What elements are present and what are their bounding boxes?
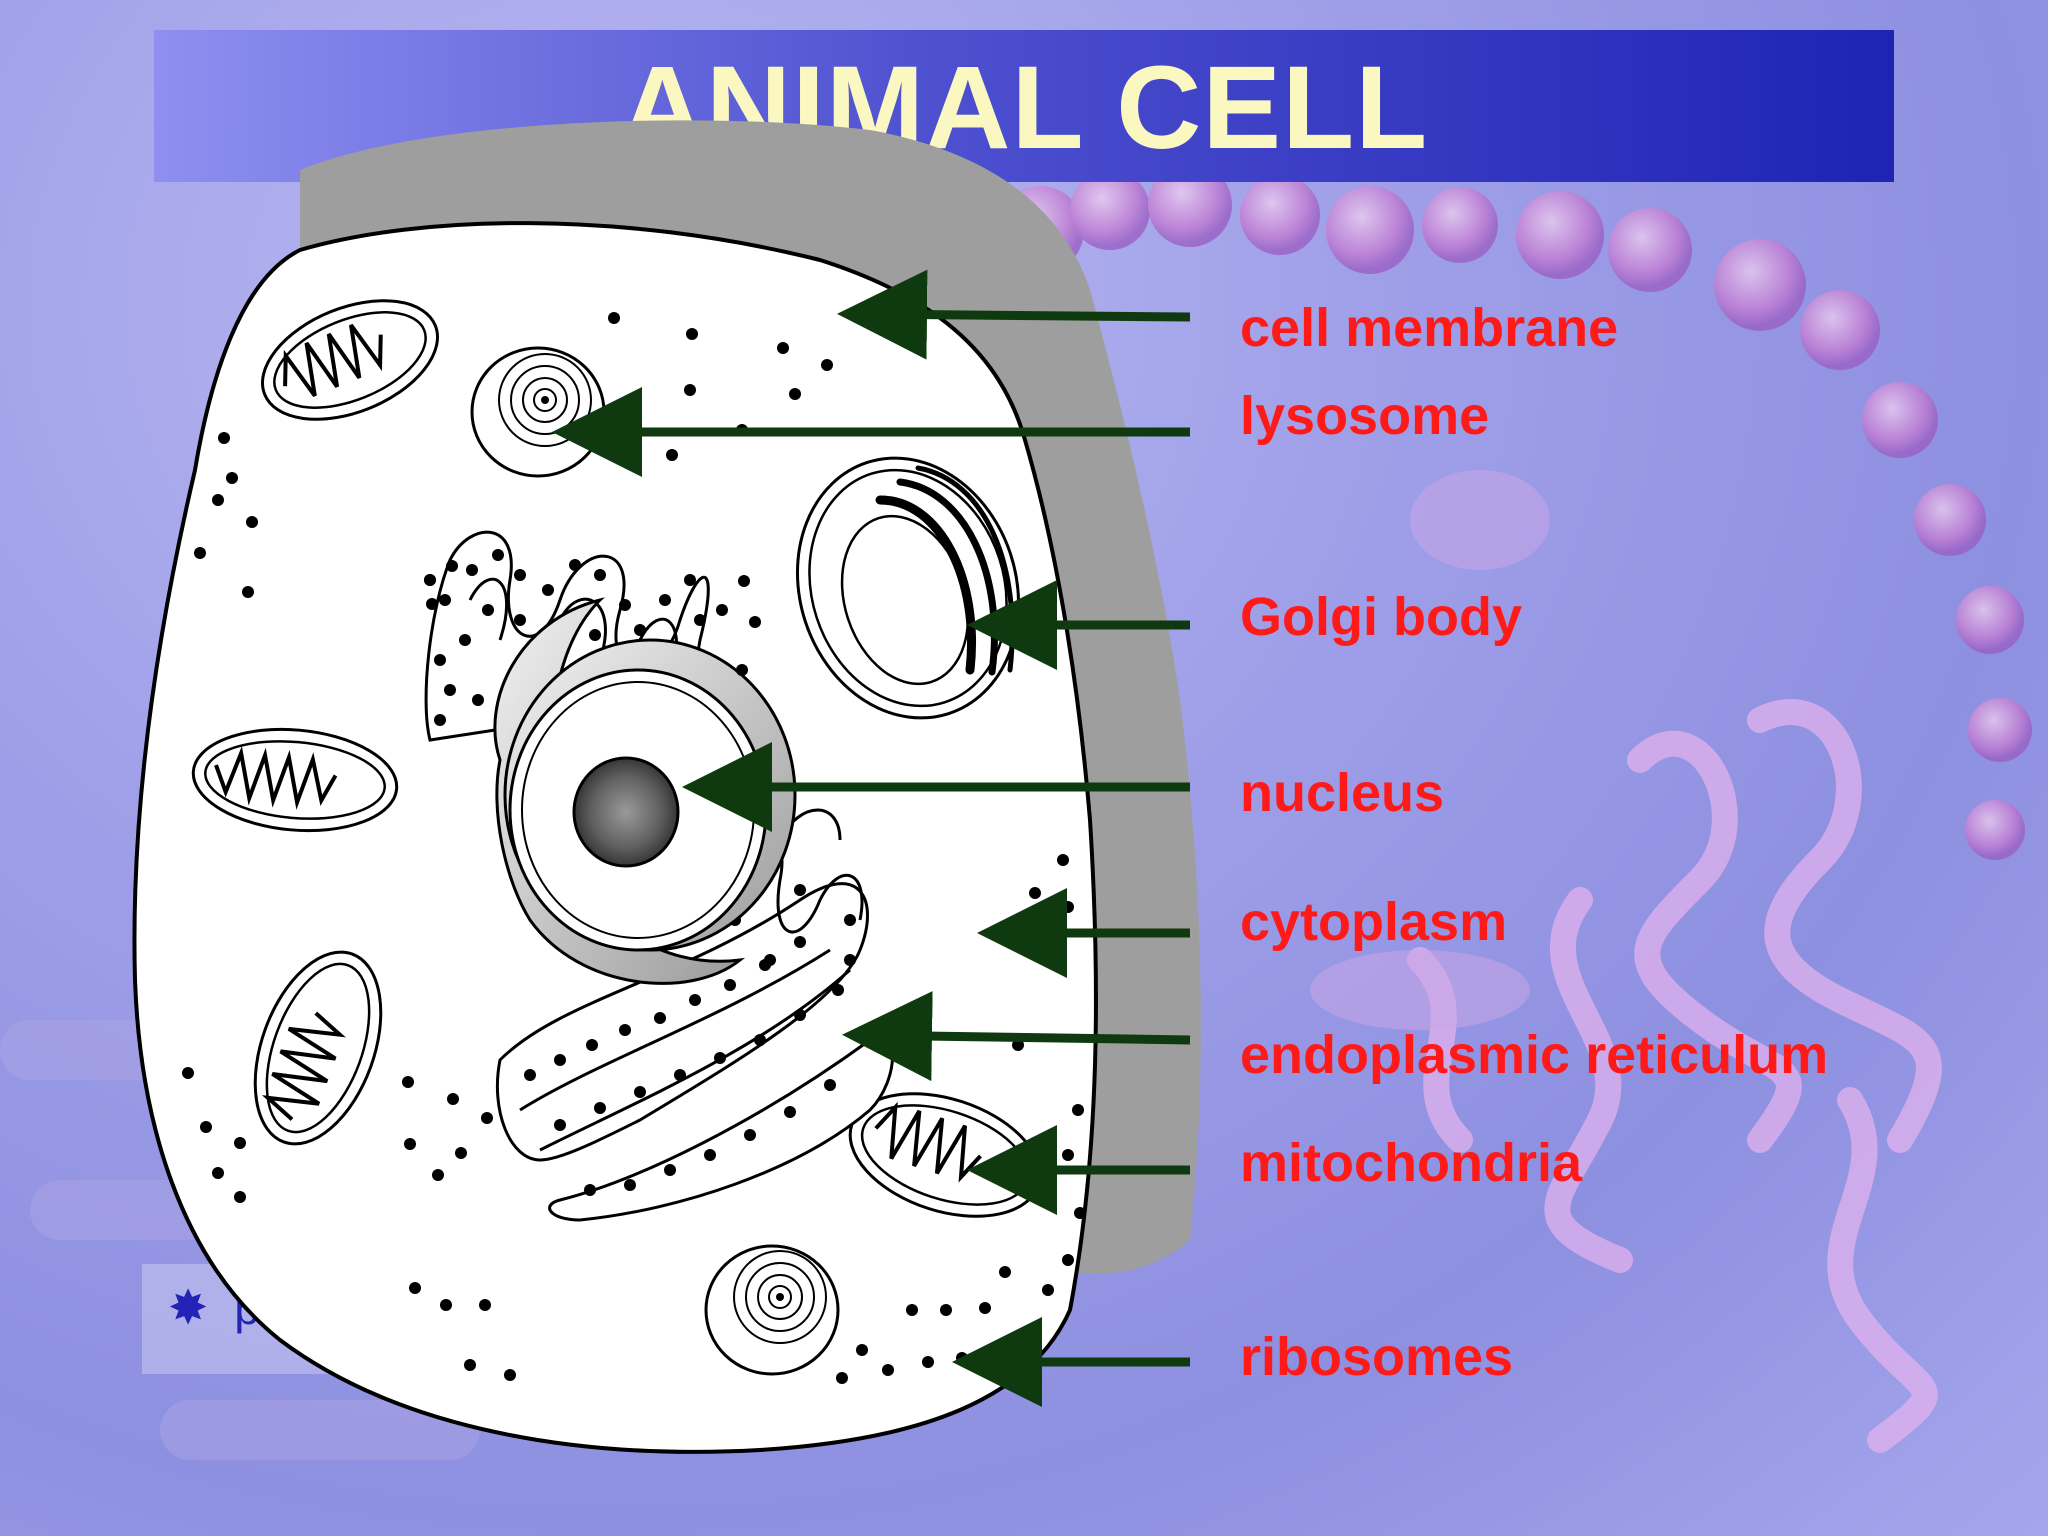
rough-er-upper-ribosomes — [424, 549, 706, 726]
pointer-arrows — [552, 269, 1191, 1407]
mitochondrion-1 — [261, 299, 439, 421]
lysosome-top — [470, 346, 606, 478]
label-cytoplasm: cytoplasm — [1240, 892, 1508, 952]
label-golgi-body: Golgi body — [1240, 587, 1522, 647]
label-endoplasmic-reticulum: endoplasmic reticulum — [1240, 1025, 1829, 1085]
lysosome-bottom — [704, 1244, 840, 1376]
rough-er-lower-ribosomes — [524, 884, 856, 1196]
mitochondrion-3 — [253, 950, 383, 1146]
arrow-cell-membrane — [837, 269, 1191, 360]
label-mitochondria: mitochondria — [1240, 1133, 1583, 1193]
label-lysosome: lysosome — [1240, 386, 1490, 446]
label-nucleus: nucleus — [1240, 763, 1445, 823]
label-ribosomes: ribosomes — [1240, 1327, 1514, 1387]
label-cell-membrane: cell membrane — [1240, 298, 1619, 358]
mitochondrion-2 — [191, 727, 399, 833]
golgi-body — [795, 456, 1021, 720]
arrow-endoplasmic-reticulum — [842, 991, 1191, 1082]
star-bullet-icon: ✸ — [168, 1282, 209, 1335]
